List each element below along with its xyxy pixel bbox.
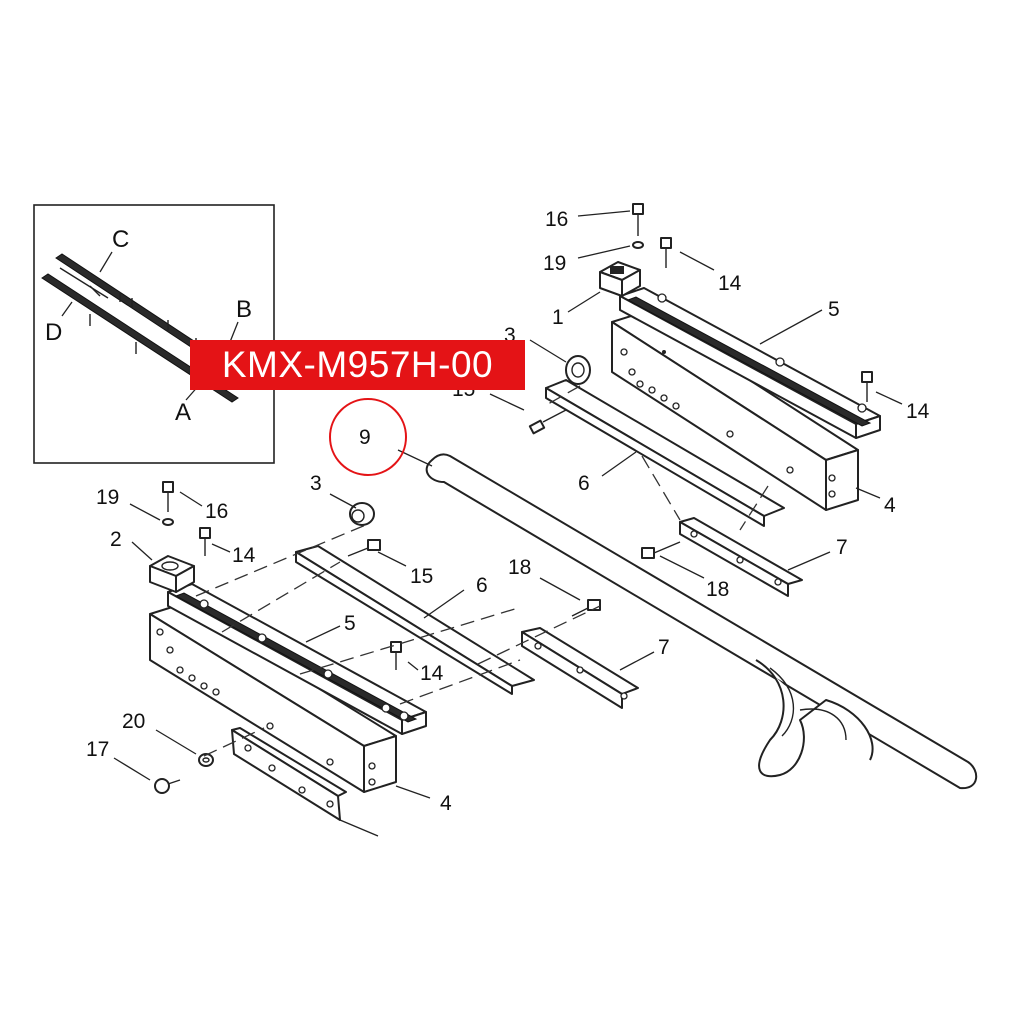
callout-1: 1: [552, 306, 564, 329]
callout-18-right: 18: [706, 578, 729, 601]
callout-19-right: 19: [543, 252, 566, 275]
inset-label-d: D: [45, 319, 62, 346]
screw-16-left: [162, 481, 174, 512]
callout-14-left-top: 14: [232, 544, 256, 567]
callout-14-right-top: 14: [718, 272, 742, 295]
inset-overview: C B D A: [33, 204, 275, 464]
inset-label-c: C: [112, 226, 129, 253]
callout-16-right: 16: [545, 208, 568, 231]
callout-14-left-mid: 14: [420, 662, 444, 685]
callout-3-left: 3: [310, 472, 322, 495]
part-number-banner: KMX-M957H-00: [190, 340, 525, 390]
highlight-circle: [329, 398, 407, 476]
right-base-block: [611, 311, 859, 511]
callout-19-left: 19: [96, 486, 119, 509]
washer-20: [198, 753, 214, 767]
screw-14-right-end: [861, 371, 873, 402]
screw-14-left-top: [199, 527, 211, 556]
right-plate-7: [679, 517, 803, 597]
left-link-bar-6: [295, 545, 535, 695]
callout-6-right: 6: [578, 472, 590, 495]
callout-6-left: 6: [476, 574, 488, 597]
right-link-bar-6: [545, 379, 785, 527]
left-end-block: [149, 555, 195, 593]
leader-lines: [113, 210, 903, 799]
screw-15-right: [528, 409, 567, 435]
callout-18-left: 18: [508, 556, 531, 579]
washer-19-right: [632, 241, 644, 249]
callout-15-left: 15: [410, 565, 433, 588]
right-end-block: [599, 261, 641, 297]
callout-14-right-end: 14: [906, 400, 930, 423]
callout-4-left: 4: [440, 792, 452, 815]
callout-5-left: 5: [344, 612, 356, 635]
callout-16-left: 16: [205, 500, 228, 523]
screw-18-right: [641, 541, 681, 559]
left-plate-7: [521, 627, 639, 709]
left-roller-3: [349, 502, 375, 526]
bottom-bracket: [231, 727, 379, 837]
callout-20: 20: [122, 710, 145, 733]
callout-5-right: 5: [828, 298, 840, 321]
left-base-block: [149, 603, 397, 793]
screw-17: [154, 778, 181, 794]
drive-belt-9: [425, 453, 978, 790]
callout-3-right: 3: [504, 324, 516, 347]
screw-18-left: [571, 599, 601, 617]
callout-4-right: 4: [884, 494, 896, 517]
callout-7-right: 7: [836, 536, 848, 559]
callout-7-left: 7: [658, 636, 670, 659]
left-guide-rail: [167, 583, 427, 735]
inset-label-b: B: [236, 296, 252, 323]
callout-numbers: 16 19 14 1 5 3 14 15 6 4 7 18 9 19 16 3 …: [86, 208, 930, 815]
screw-15-left: [347, 539, 381, 557]
callout-17: 17: [86, 738, 109, 761]
washer-19-left: [162, 518, 174, 526]
screw-16-right: [632, 203, 644, 236]
callout-2: 2: [110, 528, 122, 551]
callout-9: 9: [359, 426, 371, 449]
screw-14-right-top: [660, 237, 672, 268]
right-roller-3: [565, 355, 591, 385]
inset-label-a: A: [175, 399, 191, 426]
right-guide-rail: [619, 287, 881, 439]
